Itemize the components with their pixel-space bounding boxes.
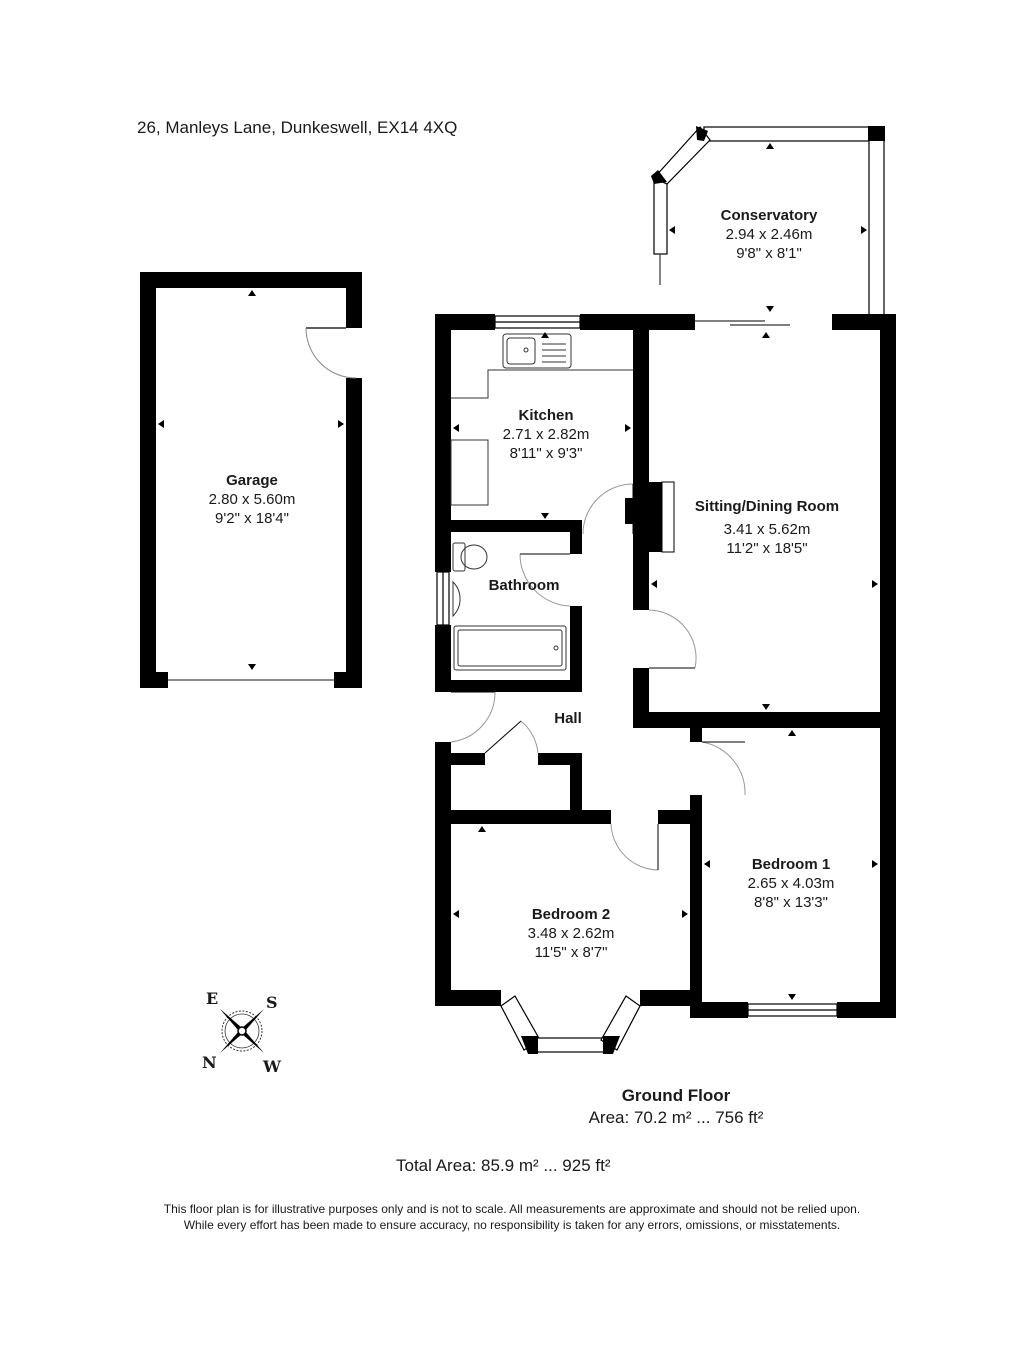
compass-letter-n: N	[202, 1053, 217, 1072]
room-label-hall: Hall	[554, 710, 582, 727]
garage-side-door	[305, 327, 357, 379]
room-label-kitchen: Kitchen 2.71 x 2.82m 8'11" x 9'3"	[502, 407, 590, 462]
room-label-bathroom: Bathroom	[488, 577, 560, 594]
conservatory-frame	[653, 126, 885, 318]
disclaimer-line-2: While every effort has been made to ensu…	[183, 1218, 841, 1232]
room-label-bedroom-1: Bedroom 1 2.65 x 4.03m 8'8" x 13'3"	[747, 856, 835, 911]
compass-letter-e: E	[206, 989, 219, 1008]
disclaimer: This floor plan is for illustrative purp…	[0, 1201, 1024, 1233]
compass-rose-icon	[220, 1009, 264, 1053]
room-label-sitting-dining-room: Sitting/Dining Room 3.41 x 5.62m 11'2" x…	[694, 498, 840, 557]
compass-letter-s: S	[266, 993, 278, 1012]
room-label-conservatory: Conservatory 2.94 x 2.46m 9'8" x 8'1"	[720, 207, 818, 262]
property-address: 26, Manleys Lane, Dunkeswell, EX14 4XQ	[137, 118, 458, 137]
room-label-garage: Garage 2.80 x 5.60m 9'2" x 18'4"	[208, 472, 296, 527]
house-walls	[435, 314, 896, 1018]
kitchen-fittings	[450, 333, 633, 506]
room-label-bedroom-2: Bedroom 2 3.48 x 2.62m 11'5" x 8'7"	[527, 906, 615, 961]
total-area: Total Area: 85.9 m² ... 925 ft²	[396, 1156, 611, 1175]
disclaimer-line-1: This floor plan is for illustrative purp…	[163, 1202, 861, 1216]
compass-letter-w: W	[263, 1057, 281, 1076]
floor-summary: Ground Floor Area: 70.2 m² ... 756 ft²	[589, 1085, 764, 1129]
measurement-markers	[158, 143, 878, 1002]
bathroom-fittings	[452, 542, 567, 671]
garage-walls	[140, 272, 362, 688]
door-swings	[450, 483, 746, 871]
floor-name: Ground Floor	[621, 1086, 731, 1105]
floor-area: Area: 70.2 m² ... 756 ft²	[588, 1108, 764, 1127]
